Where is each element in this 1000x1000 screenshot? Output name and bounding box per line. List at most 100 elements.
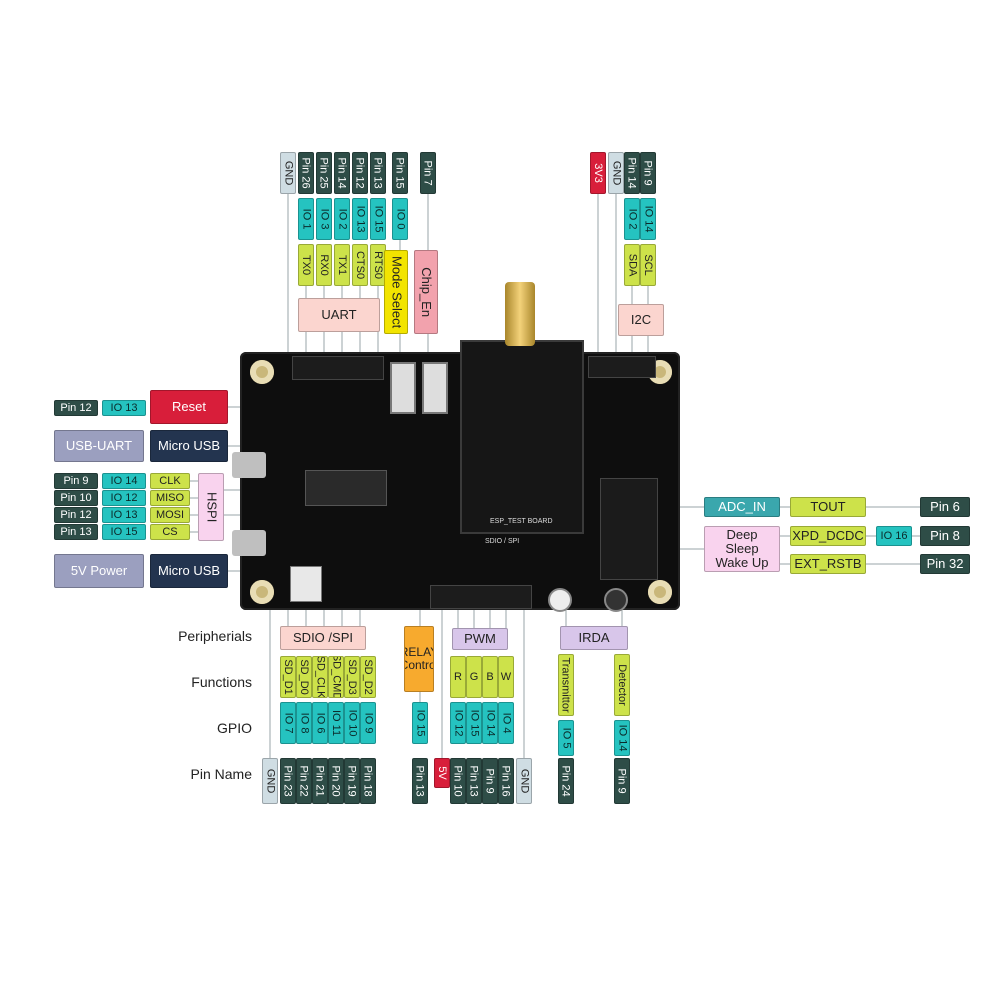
pwm-box: PWM — [452, 628, 508, 650]
top-io-15: IO 15 — [370, 198, 386, 240]
fn-w: W — [498, 656, 514, 698]
sdio-io-10: IO 10 — [344, 702, 360, 744]
fn-b: B — [482, 656, 498, 698]
five-v-power-box: 5V Power — [54, 554, 144, 588]
fn-transmittor: Transmittor — [558, 654, 574, 716]
micro-usb-box-bottom: Micro USB — [150, 554, 228, 588]
ir-detector — [604, 588, 628, 612]
fn-r: R — [450, 656, 466, 698]
hspi-io-0: IO 14 — [102, 473, 146, 489]
top-pin-13: Pin 13 — [370, 152, 386, 194]
mode-switch — [390, 362, 416, 414]
sdio-spi-box: SDIO /SPI — [280, 626, 366, 650]
relay-control-box: RELAY Control — [404, 626, 434, 692]
fn-sd-d0: SD_D0 — [296, 656, 312, 698]
sdio-io-6: IO 6 — [312, 702, 328, 744]
fn-detector: Detector — [614, 654, 630, 716]
sdio-io-11: IO 11 — [328, 702, 344, 744]
pwm-gnd: GND — [516, 758, 532, 804]
row-label-pin-name: Pin Name — [190, 766, 252, 782]
hspi-io-1: IO 12 — [102, 490, 146, 506]
top-gnd: GND — [280, 152, 296, 194]
deep-sleep-box: Deep Sleep Wake Up — [704, 526, 780, 572]
fn-sd-cmd: SD_CMD — [328, 656, 344, 698]
i2c-header — [588, 356, 656, 378]
hspi-pin-3: Pin 13 — [54, 524, 98, 540]
xpd-pin: Pin 8 — [920, 526, 970, 546]
reset-pin: Pin 12 — [54, 400, 98, 416]
fn-sd-d1: SD_D1 — [280, 656, 296, 698]
hspi-io-2: IO 13 — [102, 507, 146, 523]
sdio-pin-20: Pin 20 — [328, 758, 344, 804]
pwm-pin-13: Pin 13 — [466, 758, 482, 804]
chipen-switch — [422, 362, 448, 414]
fn-sd-d2: SD_D2 — [360, 656, 376, 698]
row-label-peripherals: Peripherials — [178, 628, 252, 644]
fn-tx0: TX0 — [298, 244, 314, 286]
relay-io-15: IO 15 — [412, 702, 428, 744]
mounting-hole-tl — [250, 360, 274, 384]
usb-port-top — [232, 452, 266, 478]
mode-select-box: Mode Select — [384, 250, 408, 334]
relay-block — [290, 566, 322, 602]
hspi-pin-2: Pin 12 — [54, 507, 98, 523]
hspi-box: HSPI — [198, 473, 224, 541]
top-pin-7: Pin 7 — [420, 152, 436, 194]
top-pin-25: Pin 25 — [316, 152, 332, 194]
mounting-hole-br — [648, 580, 672, 604]
fn-tx1: TX1 — [334, 244, 350, 286]
usb-port-bottom — [232, 530, 266, 556]
fn-rx0: RX0 — [316, 244, 332, 286]
hspi-pin-1: Pin 10 — [54, 490, 98, 506]
sdio-label: SDIO / SPI — [485, 538, 520, 545]
row-label-gpio: GPIO — [216, 720, 252, 736]
top-io-13: IO 13 — [352, 198, 368, 240]
row-label-functions: Functions — [191, 674, 252, 690]
sdio-pin-22: Pin 22 — [296, 758, 312, 804]
reset-io: IO 13 — [102, 400, 146, 416]
power-5v: 5V — [434, 758, 450, 788]
tout-box: TOUT — [790, 497, 866, 517]
uart-box: UART — [298, 298, 380, 332]
top-io-2: IO 2 — [334, 198, 350, 240]
top-right-gnd: GND — [608, 152, 624, 194]
top-right-pin-9: Pin 9 — [640, 152, 656, 194]
module-label: ESP_TEST BOARD — [490, 518, 553, 525]
ext-rstb-box: EXT_RSTB — [790, 554, 866, 574]
io-16-box: IO 16 — [876, 526, 912, 546]
sdio-pin-21: Pin 21 — [312, 758, 328, 804]
antenna-connector — [505, 282, 535, 346]
irda-io-14: IO 14 — [614, 720, 630, 756]
pwm-pin-10: Pin 10 — [450, 758, 466, 804]
top-pin-12: Pin 12 — [352, 152, 368, 194]
hspi-fn-miso: MISO — [150, 490, 190, 506]
pwm-io-4: IO 4 — [498, 702, 514, 744]
usb-uart-box: USB-UART — [54, 430, 144, 462]
fn-scl: SCL — [640, 244, 656, 286]
top-io-1: IO 1 — [298, 198, 314, 240]
top-pin-15: Pin 15 — [392, 152, 408, 194]
xpd-dcdc-box: XPD_DCDC — [790, 526, 866, 546]
top-pin-26: Pin 26 — [298, 152, 314, 194]
top-pin-14: Pin 14 — [334, 152, 350, 194]
i2c-box: I2C — [618, 304, 664, 336]
ir-led — [548, 588, 572, 612]
fn-cts0: CTS0 — [352, 244, 368, 286]
sdio-io-7: IO 7 — [280, 702, 296, 744]
fn-sd-clk: SD_CLK — [312, 656, 328, 698]
sdio-io-9: IO 9 — [360, 702, 376, 744]
chip-en-box: Chip_En — [414, 250, 438, 334]
main-chip — [305, 470, 387, 506]
pwm-io-14: IO 14 — [482, 702, 498, 744]
hspi-pin-0: Pin 9 — [54, 473, 98, 489]
reset-box: Reset — [150, 390, 228, 424]
irda-pin-24: Pin 24 — [558, 758, 574, 804]
right-header — [600, 478, 658, 580]
hspi-io-3: IO 15 — [102, 524, 146, 540]
fn-g: G — [466, 656, 482, 698]
fn-sd-d3: SD_D3 — [344, 656, 360, 698]
mounting-hole-bl — [250, 580, 274, 604]
irda-io-5: IO 5 — [558, 720, 574, 756]
hspi-fn-clk: CLK — [150, 473, 190, 489]
